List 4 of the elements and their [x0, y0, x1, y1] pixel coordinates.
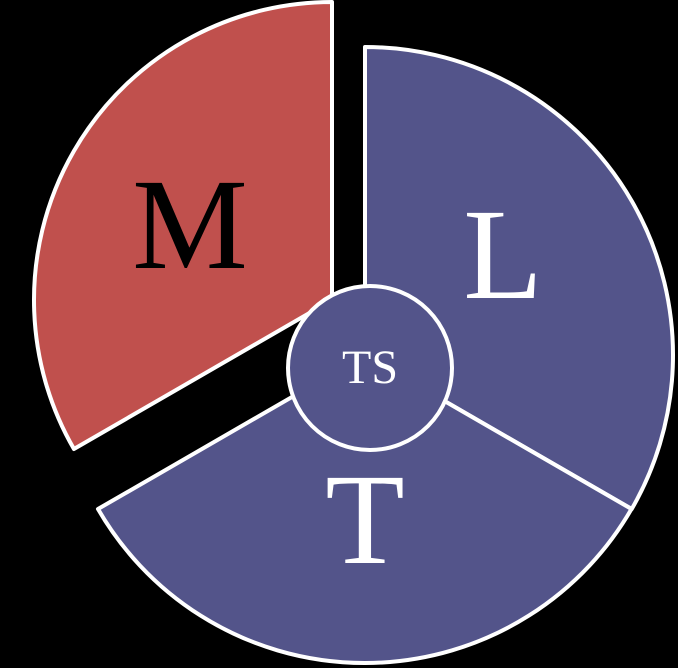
segment-label: TS — [342, 344, 398, 392]
segment-label: L — [463, 190, 543, 320]
segment-label: M — [132, 160, 248, 290]
segment-label: T — [325, 455, 405, 585]
